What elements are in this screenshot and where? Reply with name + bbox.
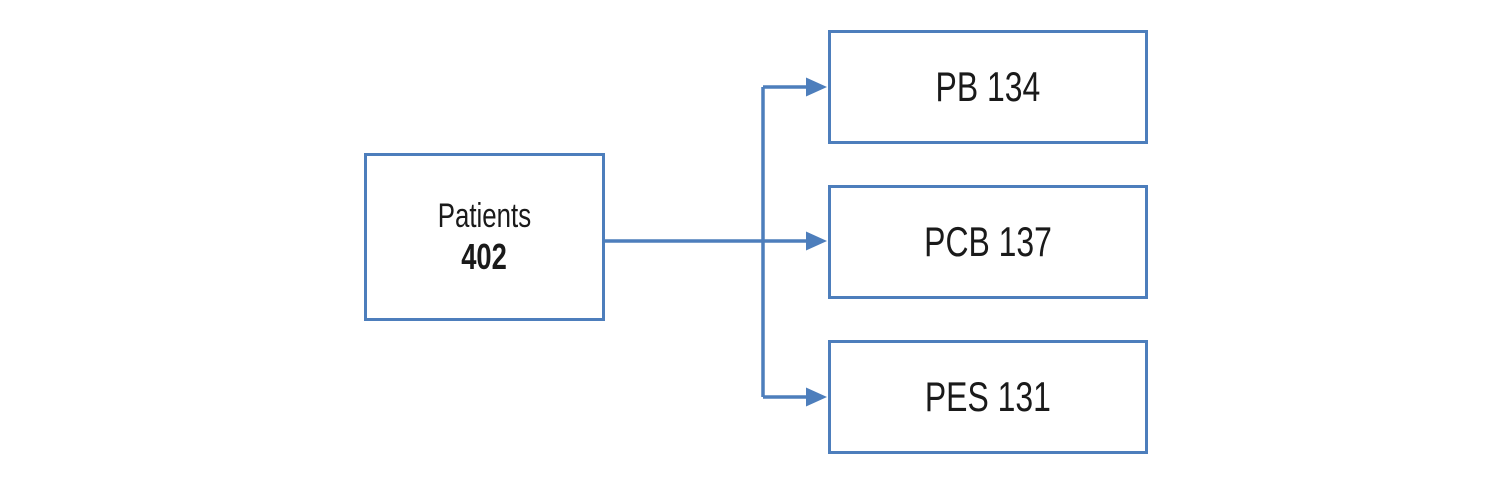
- node-patients: Patients 402: [364, 153, 605, 321]
- connector-trunk: [605, 87, 765, 397]
- pcb-label: PCB 137: [924, 218, 1052, 266]
- pb-label: PB 134: [935, 63, 1041, 111]
- patients-label: Patients: [437, 196, 532, 235]
- node-pb: PB 134: [828, 30, 1148, 144]
- pes-label: PES 131: [924, 373, 1051, 421]
- arrowhead-middle-icon: [806, 231, 827, 251]
- arrowhead-bottom-icon: [806, 387, 827, 407]
- arrowhead-top-icon: [806, 77, 827, 97]
- node-pcb: PCB 137: [828, 185, 1148, 299]
- node-pes: PES 131: [828, 340, 1148, 454]
- patients-count: 402: [461, 235, 508, 277]
